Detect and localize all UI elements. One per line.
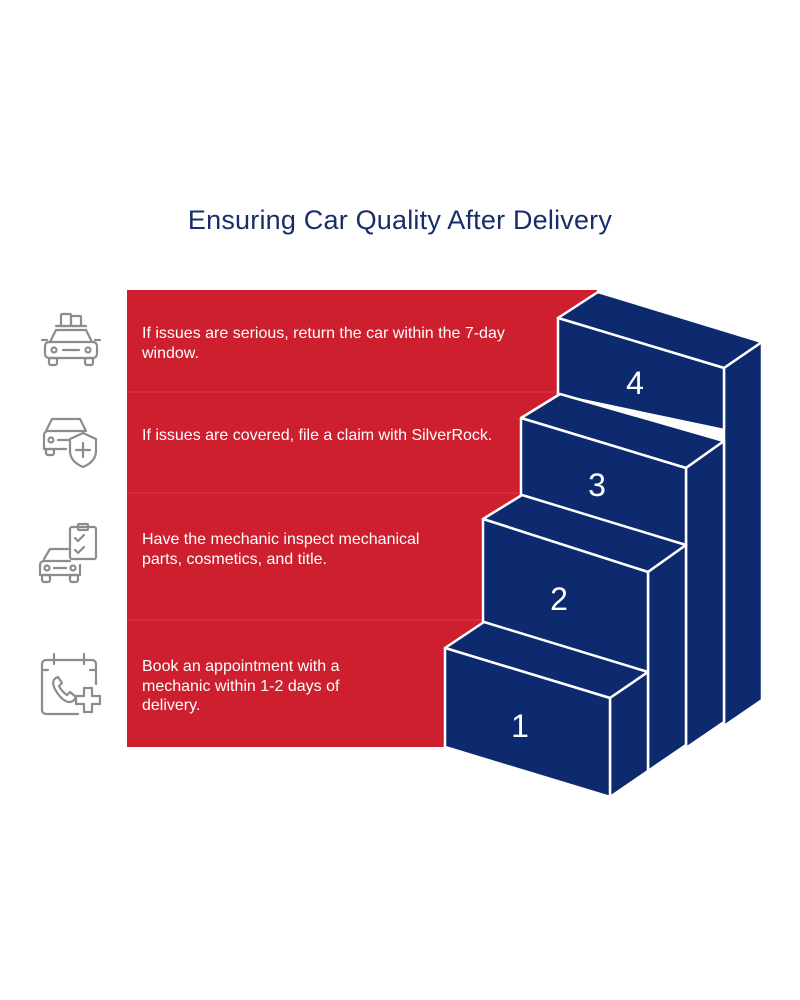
step-3-number: 3 <box>588 467 606 503</box>
step-2-number: 2 <box>550 581 568 617</box>
step-3-block <box>519 392 726 750</box>
page-title: Ensuring Car Quality After Delivery <box>187 205 613 235</box>
step-4-number: 4 <box>626 365 644 401</box>
step-1-text: Book an appointment with a mechanic with… <box>142 658 340 714</box>
step-2-text: Have the mechanic inspect mechanical par… <box>142 531 420 568</box>
car-shield-icon <box>36 407 106 477</box>
step-1-number: 1 <box>511 708 529 744</box>
step-4-text: If issues are serious, return the car wi… <box>142 325 505 362</box>
car-checklist-icon <box>34 521 104 591</box>
step-4-block <box>556 290 764 728</box>
car-luggage-icon <box>36 306 106 376</box>
step-3-text: If issues are covered, file a claim with… <box>142 427 493 444</box>
calendar-phone-plus-icon <box>34 650 104 720</box>
step-1-block <box>443 620 650 799</box>
